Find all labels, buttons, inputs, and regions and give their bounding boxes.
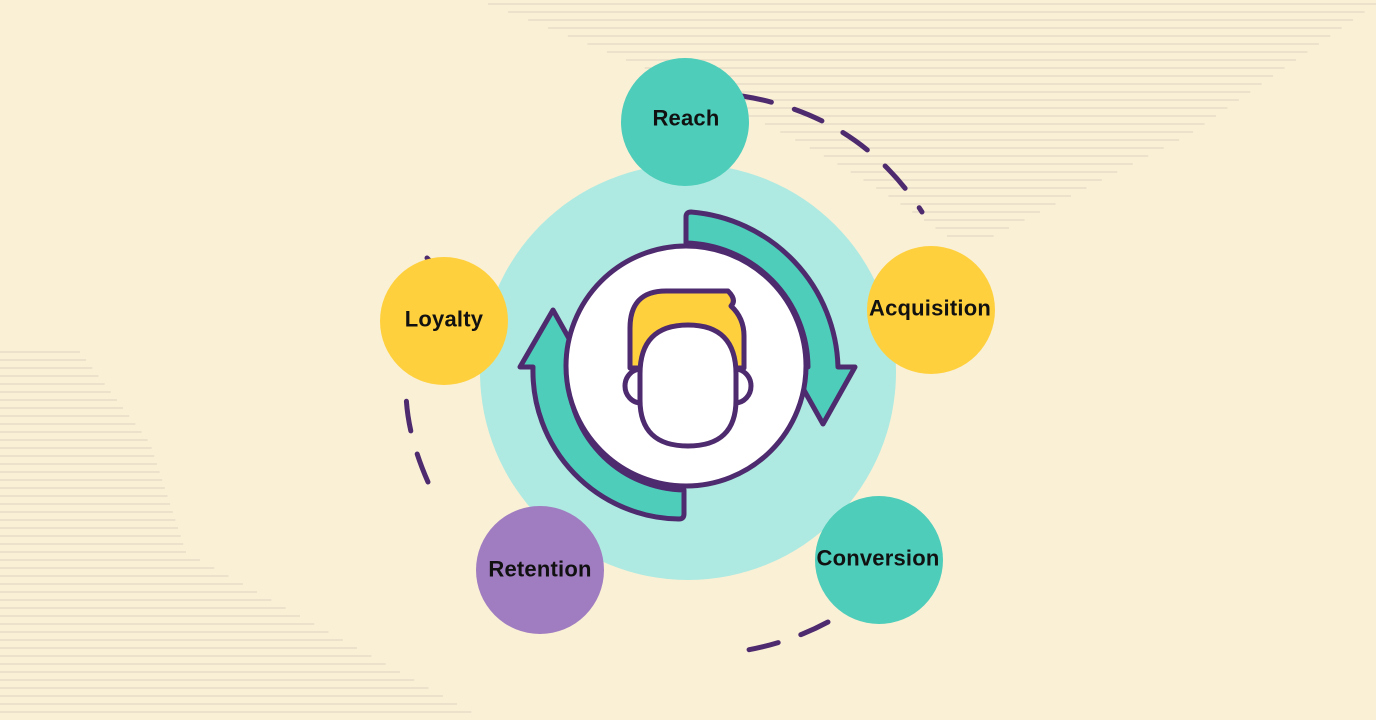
conversion-circle	[815, 496, 943, 624]
retention-label: Retention	[488, 557, 591, 582]
acquisition-circle	[867, 246, 995, 374]
retention-circle	[476, 506, 604, 634]
reach-circle	[621, 58, 749, 186]
stage-node-loyalty: Loyalty	[380, 257, 508, 385]
stage-node-reach: Reach	[621, 58, 749, 186]
connector-retention-loyalty	[403, 382, 431, 485]
person-head-icon	[622, 288, 754, 449]
central-hub	[480, 164, 896, 580]
face	[637, 322, 739, 449]
background-stripes-bottom-left	[0, 351, 472, 713]
connector-conversion-retention	[732, 619, 831, 655]
stage-node-retention: Retention	[476, 506, 604, 634]
conversion-label: Conversion	[816, 546, 939, 571]
reach-label: Reach	[652, 106, 719, 131]
loyalty-circle	[380, 257, 508, 385]
background-stripes-top-right	[488, 3, 1376, 237]
stage-node-conversion: Conversion	[815, 496, 943, 624]
loyalty-label: Loyalty	[405, 307, 484, 332]
stage-node-acquisition: Acquisition	[867, 246, 995, 374]
acquisition-label: Acquisition	[869, 296, 991, 321]
connector-reach-acquisition	[739, 93, 925, 215]
